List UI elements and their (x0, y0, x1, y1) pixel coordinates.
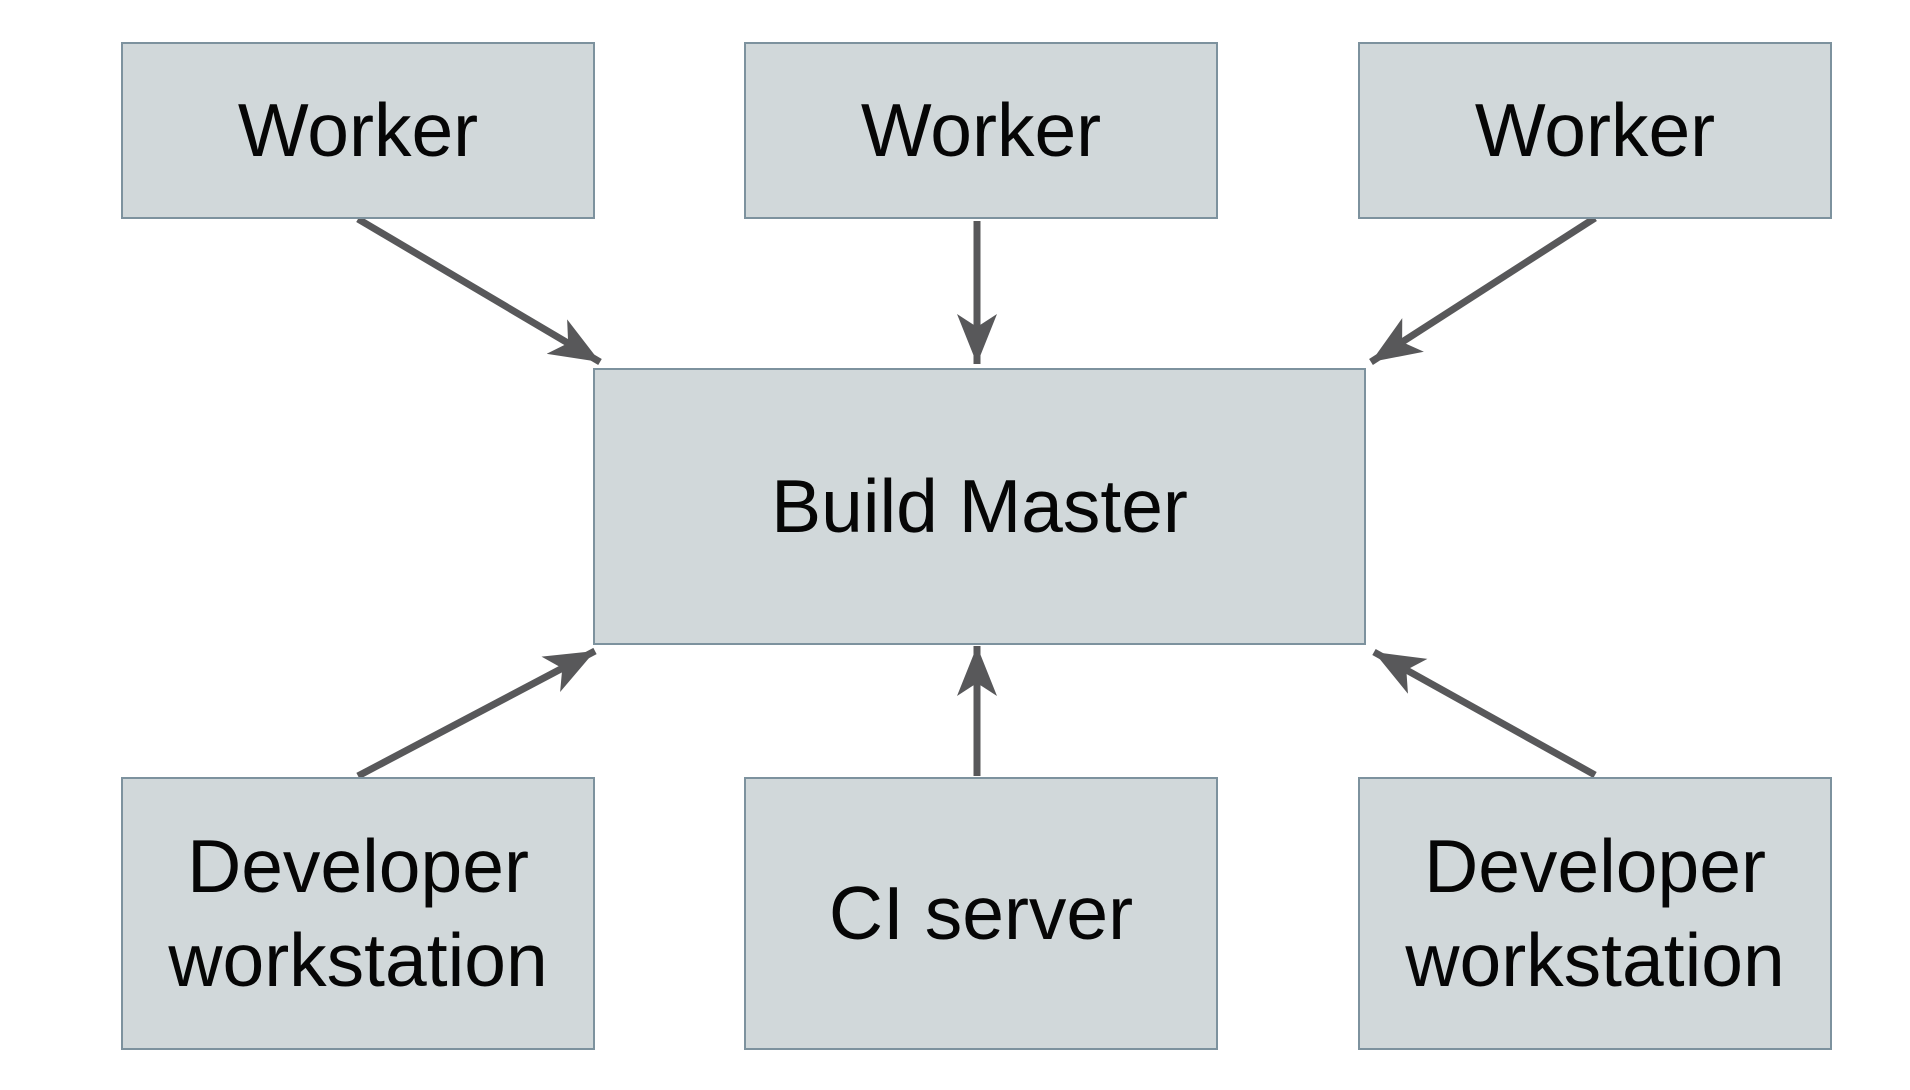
node-worker-1-label: Worker (237, 87, 479, 172)
node-developer-workstation-left: Developer workstation (121, 777, 595, 1050)
node-developer-workstation-right: Developer workstation (1358, 777, 1832, 1050)
arrow-worker1-to-build-master (356, 215, 602, 366)
arrow-dev-left-to-build-master (356, 647, 597, 780)
node-worker-2: Worker (744, 42, 1218, 219)
node-worker-3-label: Worker (1474, 87, 1716, 172)
node-developer-workstation-left-label: Developer workstation (168, 823, 548, 1002)
node-ci-server-label: CI server (828, 870, 1134, 955)
node-worker-2-label: Worker (860, 87, 1102, 172)
node-build-master-label: Build Master (771, 463, 1188, 548)
arrow-worker3-to-build-master (1369, 215, 1597, 365)
node-ci-server: CI server (744, 777, 1218, 1050)
arrow-dev-right-to-build-master (1372, 648, 1597, 779)
node-worker-3: Worker (1358, 42, 1832, 219)
node-worker-1: Worker (121, 42, 595, 219)
node-developer-workstation-right-label: Developer workstation (1405, 823, 1785, 1002)
node-build-master: Build Master (593, 368, 1366, 645)
